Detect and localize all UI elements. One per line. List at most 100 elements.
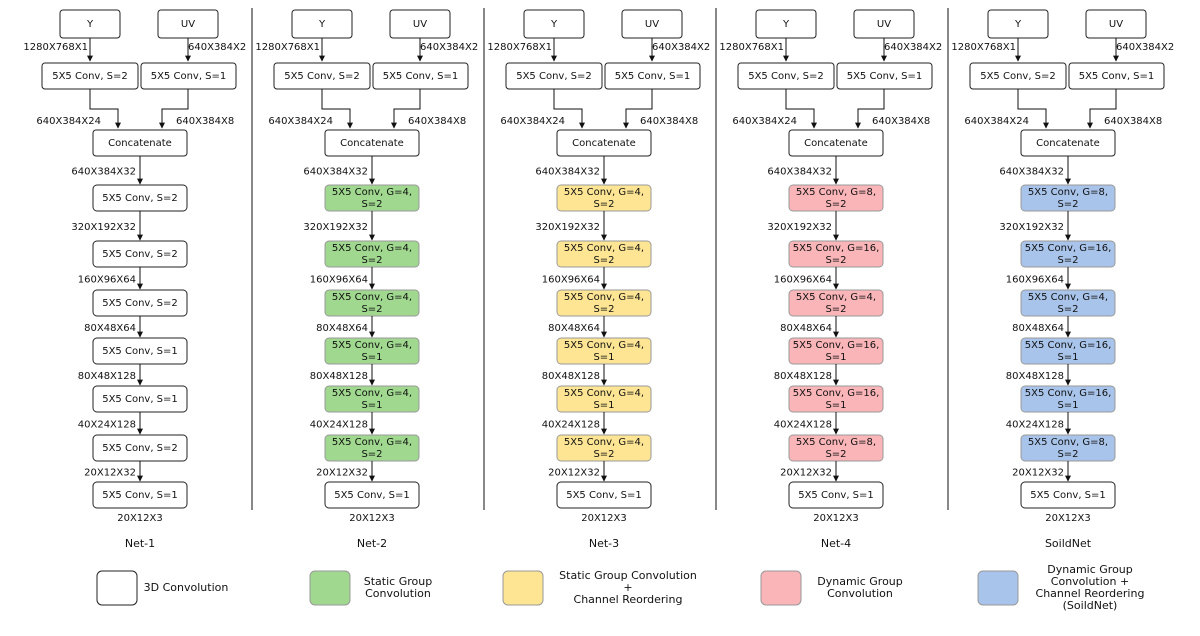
legend-label: Convolution bbox=[365, 587, 431, 600]
chain-conv-box-4-label: 5X5 Conv, G=16, bbox=[793, 340, 880, 351]
chain-conv-box-4: 5X5 Conv, G=4,S=1 bbox=[324, 337, 420, 365]
first-conv-uv-box-label: 5X5 Conv, S=1 bbox=[615, 71, 691, 82]
output-dim: 20X12X3 bbox=[581, 513, 627, 524]
first-conv-uv-box: 5X5 Conv, S=1 bbox=[372, 62, 469, 90]
chain-conv-box-3: 5X5 Conv, G=4,S=2 bbox=[1020, 289, 1116, 317]
chain-conv-box-2: 5X5 Conv, G=16,S=2 bbox=[1020, 240, 1116, 268]
chain-dim-5: 80X48X128 bbox=[78, 371, 136, 382]
first-conv-y-box: 5X5 Conv, S=2 bbox=[969, 62, 1067, 90]
legend-item-3: Static Group Convolution+Channel Reorder… bbox=[502, 569, 697, 606]
chain-conv-box-5: 5X5 Conv, G=16,S=1 bbox=[788, 385, 884, 413]
chain-conv-box-6-label: 5X5 Conv, G=8, bbox=[796, 437, 876, 448]
chain-conv-box-6-label: 5X5 Conv, S=2 bbox=[102, 443, 178, 454]
chain-conv-box-6-label: S=2 bbox=[1057, 449, 1078, 460]
elbow-y-to-concat bbox=[785, 89, 817, 129]
chain-conv-box-3-label: 5X5 Conv, S=2 bbox=[102, 298, 178, 309]
chain-dim-5: 80X48X128 bbox=[1006, 371, 1064, 382]
branch-y-dim: 640X384X24 bbox=[964, 116, 1029, 127]
elbow-y-to-concat bbox=[89, 89, 121, 129]
first-conv-uv-box-label: 5X5 Conv, S=1 bbox=[1079, 71, 1155, 82]
chain-conv-box-4-label: S=1 bbox=[361, 352, 382, 363]
chain-conv-box-7-label: 5X5 Conv, S=1 bbox=[102, 490, 178, 501]
legend-swatch bbox=[760, 570, 802, 606]
chain-dim-5: 80X48X128 bbox=[310, 371, 368, 382]
network-1: Y UV 1280X768X1 640X384X2 5X5 Conv, S=2 5X5 C… bbox=[23, 9, 246, 550]
input-y-box: Y bbox=[59, 9, 121, 39]
branch-y-dim: 640X384X24 bbox=[36, 116, 101, 127]
chain-conv-box-5: 5X5 Conv, G=4,S=1 bbox=[556, 385, 652, 413]
output-dim: 20X12X3 bbox=[349, 513, 395, 524]
chain-conv-box-3-label: 5X5 Conv, G=4, bbox=[1028, 292, 1108, 303]
chain-dim-6: 40X24X128 bbox=[542, 420, 600, 431]
elbow-uv-to-concat bbox=[623, 89, 653, 129]
chain-conv-box-2-label: 5X5 Conv, S=2 bbox=[102, 249, 178, 260]
chain-dim-5: 80X48X128 bbox=[774, 371, 832, 382]
legend-label: Channel Reordering bbox=[1036, 587, 1145, 600]
chain-conv-box-2-label: 5X5 Conv, G=16, bbox=[1025, 243, 1112, 254]
chain-conv-box-3-label: 5X5 Conv, G=4, bbox=[796, 292, 876, 303]
chain-dim-7: 20X12X32 bbox=[316, 468, 368, 479]
chain-dim-7: 20X12X32 bbox=[548, 468, 600, 479]
first-conv-uv-box: 5X5 Conv, S=1 bbox=[1068, 62, 1165, 90]
first-conv-uv-box-label: 5X5 Conv, S=1 bbox=[847, 71, 923, 82]
chain-conv-box-5-label: 5X5 Conv, G=16, bbox=[793, 388, 880, 399]
legend-swatch bbox=[977, 570, 1019, 606]
chain-conv-box-7-shape bbox=[324, 481, 420, 509]
chain-conv-box-4: 5X5 Conv, G=16,S=1 bbox=[1020, 337, 1116, 365]
chain-conv-box-5-label: 5X5 Conv, G=16, bbox=[1025, 388, 1112, 399]
chain-conv-box-3: 5X5 Conv, G=4,S=2 bbox=[556, 289, 652, 317]
input-uv-box-label: UV bbox=[181, 19, 195, 30]
chain-dim-1: 640X384X32 bbox=[71, 167, 136, 178]
legend-label: Convolution + bbox=[1051, 575, 1129, 588]
chain-conv-box-4: 5X5 Conv, S=1 bbox=[92, 337, 188, 365]
chain-dim-1: 640X384X32 bbox=[999, 167, 1064, 178]
elbow-uv-to-concat bbox=[159, 89, 189, 129]
network-title: SoildNet bbox=[1045, 537, 1092, 550]
chain-conv-box-4-label: 5X5 Conv, G=4, bbox=[332, 340, 412, 351]
chain-conv-box-7: 5X5 Conv, S=1 bbox=[324, 481, 420, 509]
chain-dim-7: 20X12X32 bbox=[84, 468, 136, 479]
input-y-box-label: Y bbox=[782, 19, 790, 30]
chain-conv-box-7: 5X5 Conv, S=1 bbox=[92, 481, 188, 509]
chain-dim-4: 80X48X64 bbox=[84, 323, 136, 334]
first-conv-uv-box-label: 5X5 Conv, S=1 bbox=[383, 71, 459, 82]
legend-item-1: 3D Convolution bbox=[96, 570, 228, 606]
input-uv-box-label: UV bbox=[877, 19, 891, 30]
chain-conv-box-1: 5X5 Conv, S=2 bbox=[92, 184, 188, 212]
first-conv-y-box: 5X5 Conv, S=2 bbox=[273, 62, 371, 90]
chain-conv-box-2-label: 5X5 Conv, G=4, bbox=[564, 243, 644, 254]
input-uv-dim: 640X384X2 bbox=[188, 42, 246, 53]
input-y-box-label: Y bbox=[318, 19, 326, 30]
first-conv-y-box: 5X5 Conv, S=2 bbox=[505, 62, 603, 90]
chain-conv-box-7-shape bbox=[556, 481, 652, 509]
input-y-dim: 1280X768X1 bbox=[487, 42, 552, 53]
chain-dim-6: 40X24X128 bbox=[1006, 420, 1064, 431]
branch-y-dim: 640X384X24 bbox=[732, 116, 797, 127]
chain-dim-4: 80X48X64 bbox=[780, 323, 832, 334]
input-uv-box: UV bbox=[621, 9, 683, 39]
output-dim: 20X12X3 bbox=[1045, 513, 1091, 524]
input-y-box: Y bbox=[987, 9, 1049, 39]
concatenate-box: Concatenate bbox=[556, 129, 652, 157]
first-conv-uv-box: 5X5 Conv, S=1 bbox=[836, 62, 933, 90]
chain-conv-box-7: 5X5 Conv, S=1 bbox=[788, 481, 884, 509]
chain-conv-box-1-label: 5X5 Conv, G=8, bbox=[1028, 187, 1108, 198]
input-uv-dim: 640X384X2 bbox=[652, 42, 710, 53]
input-y-dim: 1280X768X1 bbox=[23, 42, 88, 53]
chain-conv-box-7-shape bbox=[1020, 481, 1116, 509]
chain-conv-box-4-label: 5X5 Conv, G=4, bbox=[564, 340, 644, 351]
chain-conv-box-1-label: 5X5 Conv, G=4, bbox=[332, 187, 412, 198]
input-uv-dim: 640X384X2 bbox=[420, 42, 478, 53]
chain-dim-4: 80X48X64 bbox=[316, 323, 368, 334]
chain-conv-box-2: 5X5 Conv, G=4,S=2 bbox=[556, 240, 652, 268]
chain-dim-3: 160X96X64 bbox=[542, 275, 600, 286]
branch-uv-dim: 640X384X8 bbox=[176, 116, 234, 127]
chain-dim-1: 640X384X32 bbox=[767, 167, 832, 178]
chain-dim-3: 160X96X64 bbox=[78, 275, 136, 286]
chain-conv-box-3-label: S=2 bbox=[361, 304, 382, 315]
